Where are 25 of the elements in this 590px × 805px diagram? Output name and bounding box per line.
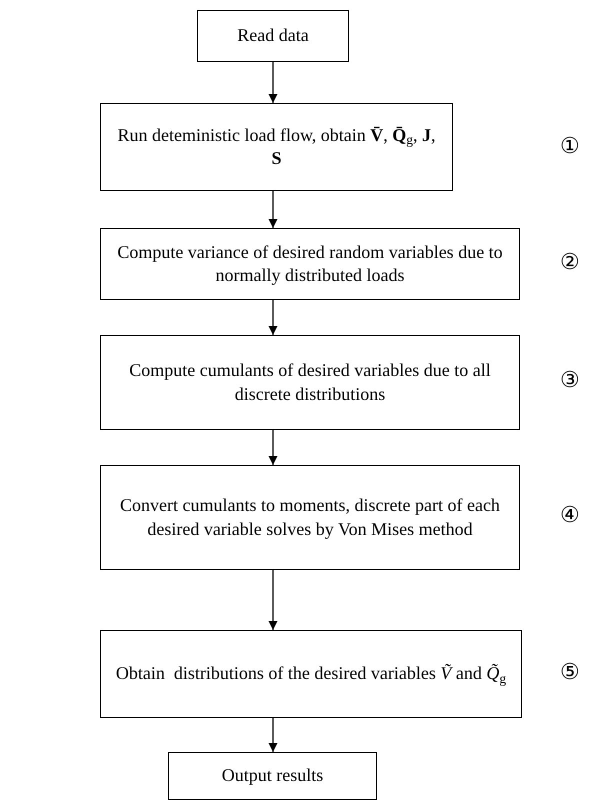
process-box xyxy=(100,465,520,570)
step-number: ⑤ xyxy=(560,662,580,684)
process-box xyxy=(197,10,349,62)
step-text: Compute variance of desired random variables due to normally distributed loads xyxy=(116,240,504,287)
step-number: ③ xyxy=(560,370,580,392)
process-box xyxy=(100,630,522,718)
process-box xyxy=(100,103,453,191)
arrow xyxy=(268,191,278,228)
process-box xyxy=(168,752,377,800)
process-box xyxy=(100,228,520,300)
step-text: Run deteministic load flow, obtain V̄, Q̄$_{g}$, J, S xyxy=(116,124,437,170)
arrow xyxy=(268,300,278,335)
arrow xyxy=(268,430,278,465)
step-text: Obtain distributions of the desired variables Ṽ and Q̃$_{g}$ xyxy=(116,662,506,686)
process-box xyxy=(100,335,520,430)
step-number: ① xyxy=(560,136,580,158)
arrow xyxy=(268,62,278,103)
step-number: ② xyxy=(560,252,580,274)
step-text: Compute cumulants of desired variables due to all discrete distributions xyxy=(128,359,492,406)
step-number: ④ xyxy=(560,505,580,527)
step-text: Output results xyxy=(222,764,324,788)
arrow xyxy=(268,570,278,630)
step-text: Read data xyxy=(237,24,309,48)
arrow xyxy=(268,718,278,752)
step-text: Convert cumulants to moments, discrete part of each desired variable solves by Von Mises method xyxy=(119,494,501,541)
